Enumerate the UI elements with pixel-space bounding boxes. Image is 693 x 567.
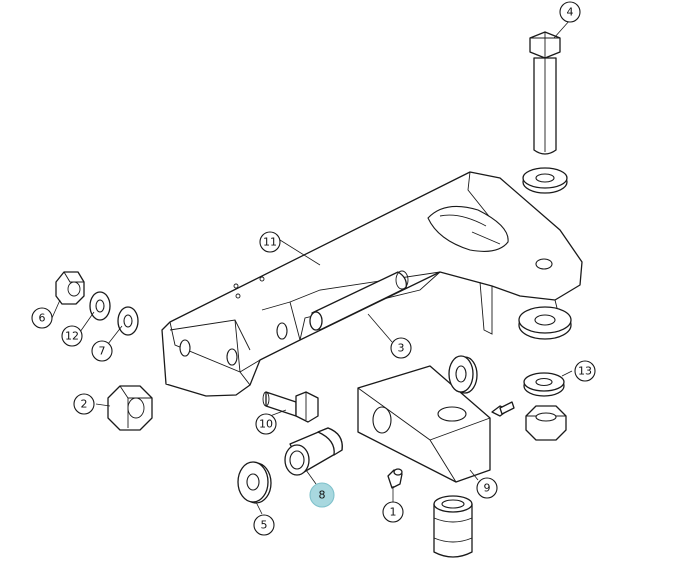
part-grease-nipple[interactable] (387, 468, 403, 489)
callout-2[interactable]: 2 (73, 393, 95, 415)
callout-7-label: 7 (99, 345, 106, 358)
part-washer-block[interactable] (448, 355, 478, 394)
callout-5-label: 5 (261, 519, 268, 532)
callout-9-label: 9 (484, 482, 491, 495)
part-main-bracket[interactable] (161, 171, 583, 397)
callout-13-label: 13 (578, 365, 592, 378)
callout-11-label: 11 (263, 236, 277, 249)
callout-4-label: 4 (567, 6, 574, 19)
callout-8[interactable]: 8 (309, 482, 335, 508)
part-grease-fitting-side[interactable] (491, 401, 515, 417)
callout-3-label: 3 (398, 342, 405, 355)
part-bolt-long[interactable] (529, 31, 561, 155)
part-washer-7[interactable] (117, 306, 139, 336)
callout-3[interactable]: 3 (390, 337, 412, 359)
callout-10[interactable]: 10 (255, 413, 277, 435)
part-washer-12[interactable] (89, 291, 111, 321)
part-washer-right[interactable] (523, 372, 565, 397)
callout-2-label: 2 (81, 398, 88, 411)
callout-1[interactable]: 1 (382, 501, 404, 523)
callout-6-label: 6 (39, 312, 46, 325)
part-cylinder-bush[interactable] (433, 495, 473, 558)
callout-8-label: 8 (319, 489, 326, 502)
callout-9[interactable]: 9 (476, 477, 498, 499)
callout-1-label: 1 (390, 506, 397, 519)
part-washer-5[interactable] (237, 461, 272, 504)
callout-7[interactable]: 7 (91, 340, 113, 362)
part-bolt-short[interactable] (262, 391, 319, 423)
part-block[interactable] (357, 365, 491, 483)
callout-11[interactable]: 11 (259, 231, 281, 253)
part-bushing[interactable] (284, 427, 343, 476)
part-nut-large[interactable] (107, 385, 153, 431)
callout-12[interactable]: 12 (61, 325, 83, 347)
callout-12-label: 12 (65, 330, 79, 343)
callout-13[interactable]: 13 (574, 360, 596, 382)
part-nut-small[interactable] (55, 271, 85, 305)
leader-lines (51, 19, 573, 515)
callout-5[interactable]: 5 (253, 514, 275, 536)
part-nut-right[interactable] (525, 405, 567, 441)
callout-4[interactable]: 4 (559, 1, 581, 23)
callout-8-highlight (309, 482, 335, 508)
callout-10-label: 10 (259, 418, 273, 431)
part-washer-top[interactable] (522, 167, 568, 194)
callout-6[interactable]: 6 (31, 307, 53, 329)
